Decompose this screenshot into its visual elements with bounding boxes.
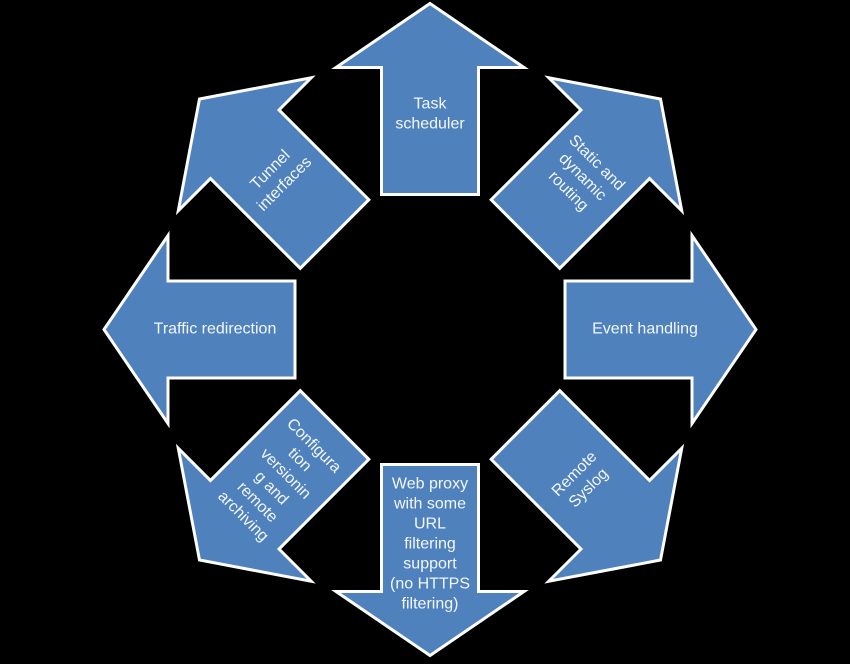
block-arrow-icon <box>175 74 371 270</box>
arrow-label: Event handling <box>592 320 698 337</box>
block-arrow-icon <box>489 388 685 584</box>
arrow-left-traffic-redirection: Traffic redirection <box>102 230 297 428</box>
arrow-label: Task scheduler <box>395 95 465 132</box>
arrow-up-task-scheduler: Task scheduler <box>331 1 529 196</box>
block-arrow-icon <box>489 74 685 270</box>
arrow-down-web-proxy: Web proxy with some URL filtering suppor… <box>331 462 529 657</box>
arrow-label: Web proxy with some URL filtering suppor… <box>389 475 471 612</box>
block-arrow-icon <box>175 388 371 584</box>
block-arrow-icon <box>331 1 529 196</box>
arrow-label: Traffic redirection <box>153 320 277 337</box>
arrow-downright-remote-syslog: Remote Syslog <box>455 354 730 629</box>
block-arrow-icon <box>563 230 758 428</box>
arrow-right-event-handling: Event handling <box>563 230 758 428</box>
arrow-upright-static-dynamic-routing: Static and dynamic routing <box>455 28 730 303</box>
arrow-downleft-configuration-versioning: Configura tion versionin g and remote ar… <box>129 354 404 629</box>
arrow-upleft-tunnel-interfaces: Tunnel interfaces <box>129 28 404 303</box>
block-arrow-icon <box>102 230 297 428</box>
block-arrow-icon <box>331 462 529 657</box>
